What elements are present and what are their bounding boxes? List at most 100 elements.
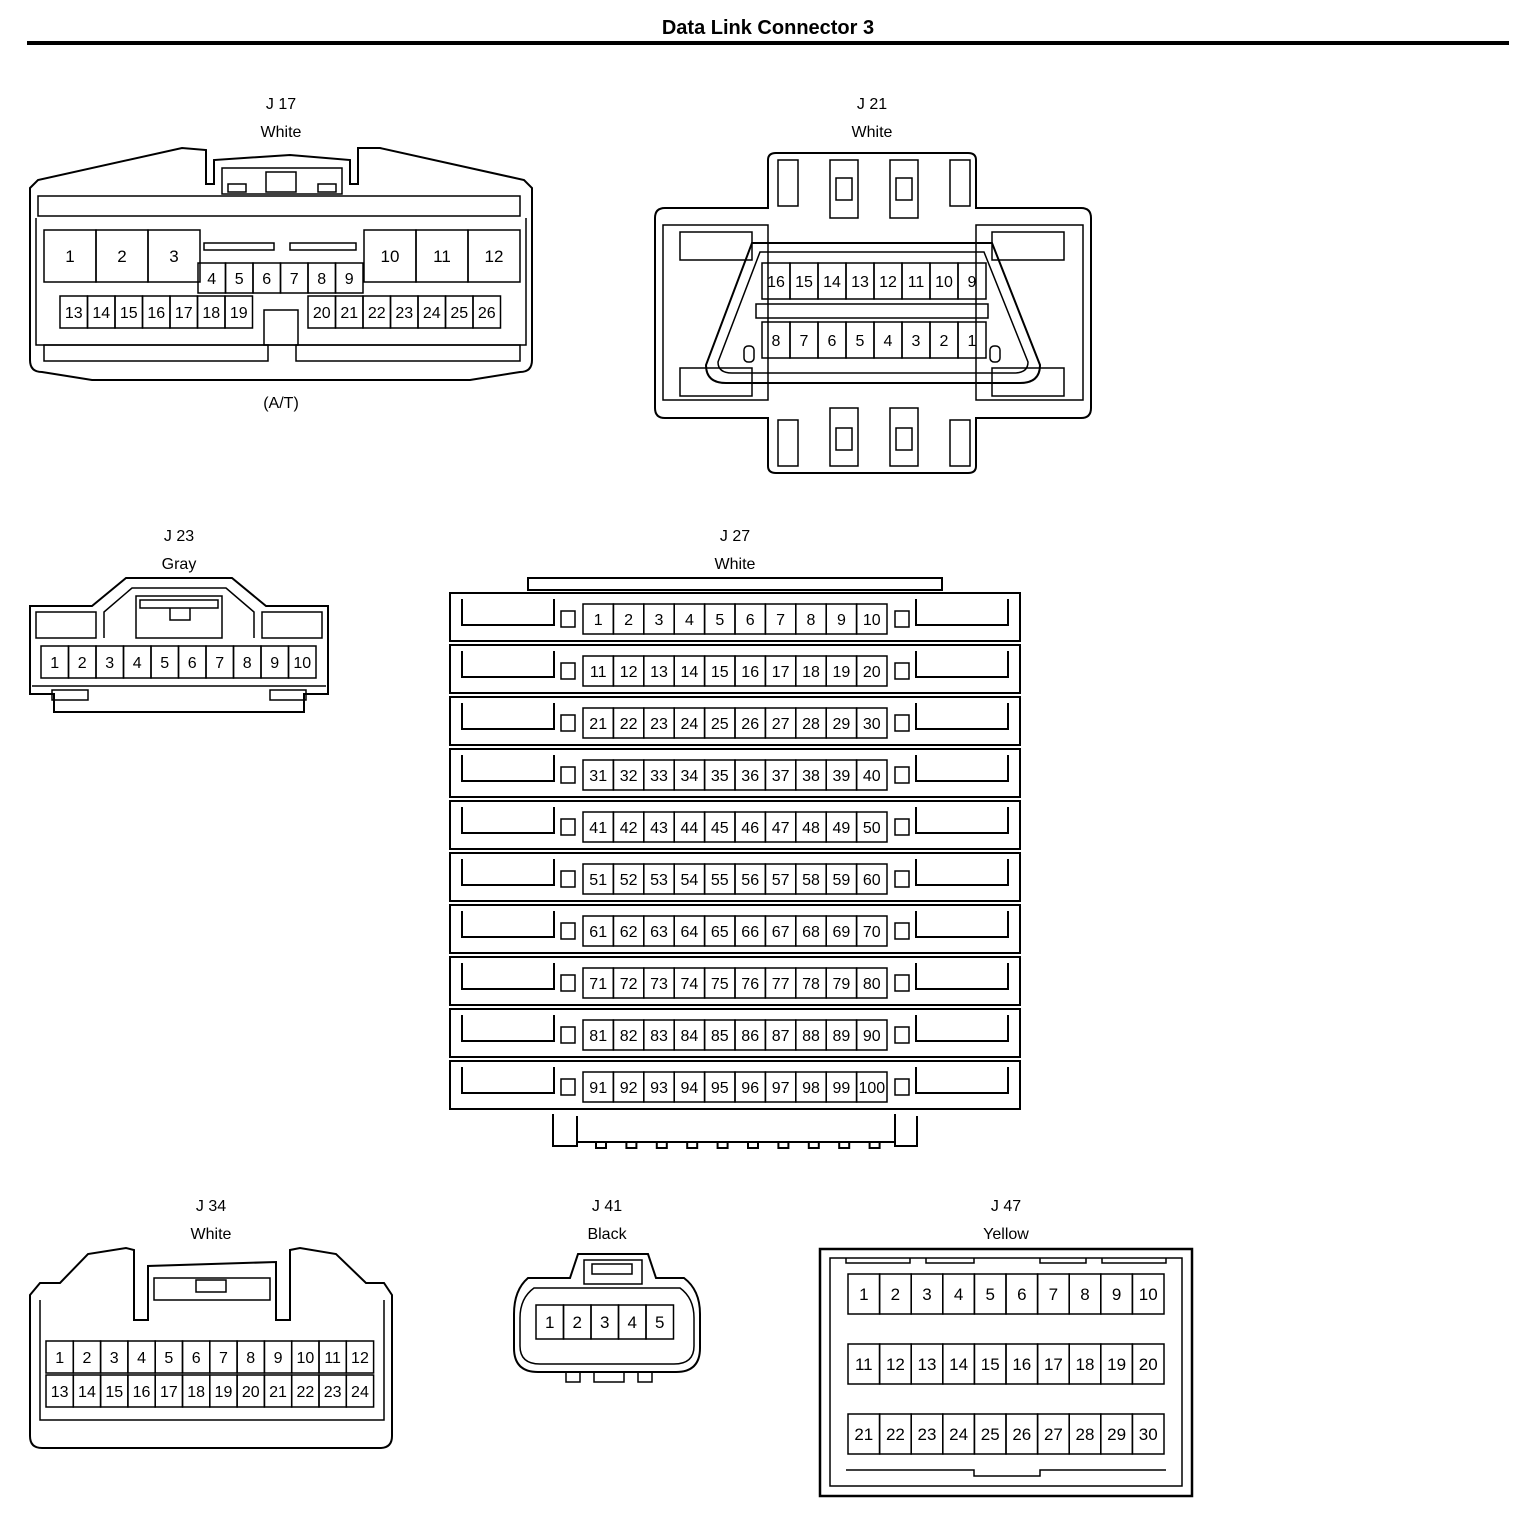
j34-pin-3: 3: [110, 1350, 119, 1367]
j34-pin-19: 19: [215, 1384, 233, 1401]
j17-pin-4: 4: [207, 271, 216, 288]
j27-lock-left: [560, 766, 576, 784]
j47-pin-4: 4: [954, 1285, 963, 1304]
j47-pin-19: 19: [1107, 1355, 1126, 1374]
j27-cavity-80: [855, 967, 888, 999]
j27-cavity-20: [855, 655, 888, 687]
j27-pin-8: 8: [807, 612, 816, 629]
j21-pin-12: 12: [879, 274, 897, 291]
j27-pin-18: 18: [802, 664, 820, 681]
connector-color-j17: White: [260, 124, 302, 141]
j17-pin-24: 24: [423, 305, 441, 322]
j27-row-frame: [449, 1008, 1021, 1058]
j27-pin-31: 31: [589, 768, 607, 785]
j27-row-frame: [449, 696, 1021, 746]
j27-pin-85: 85: [711, 1028, 729, 1045]
j34-pin-5: 5: [164, 1350, 173, 1367]
j34-pin-23: 23: [324, 1384, 342, 1401]
j27-pin-3: 3: [655, 612, 664, 629]
j27-pin-95: 95: [711, 1080, 729, 1097]
j47-pin-9: 9: [1112, 1285, 1121, 1304]
j17-pin-20: 20: [313, 305, 331, 322]
connector-id-j27: J 27: [719, 528, 751, 545]
j27-pin-88: 88: [802, 1028, 820, 1045]
j27-row-frame: [449, 956, 1021, 1006]
j41-pin-3: 3: [600, 1313, 609, 1332]
j47-pin-3: 3: [922, 1285, 931, 1304]
j23-pin-7: 7: [215, 655, 224, 672]
j47-pin-23: 23: [918, 1425, 937, 1444]
j27-pin-44: 44: [681, 820, 699, 837]
j27-cavity-100: [855, 1071, 888, 1103]
j27-pin-78: 78: [802, 976, 820, 993]
j27-row-frames: [449, 592, 1021, 1110]
connector-color-j27: White: [714, 556, 756, 573]
j34-pin-21: 21: [269, 1384, 287, 1401]
j27-pin-76: 76: [741, 976, 759, 993]
j47-pin-10: 10: [1139, 1285, 1158, 1304]
j27-lock-left: [560, 818, 576, 836]
j27-pin-20: 20: [863, 664, 881, 681]
j21-pin-1: 1: [968, 333, 977, 350]
j27-lock-left: [560, 1078, 576, 1096]
j27-lock-right: [894, 610, 910, 628]
j47-pin-29: 29: [1107, 1425, 1126, 1444]
j27-lock-right: [894, 974, 910, 992]
j41-pin-4: 4: [628, 1313, 637, 1332]
j27-pin-22: 22: [620, 716, 638, 733]
j17-cavity-12: [467, 229, 521, 283]
j47-pin-21: 21: [854, 1425, 873, 1444]
j27-pin-86: 86: [741, 1028, 759, 1045]
j27-pin-77: 77: [772, 976, 790, 993]
j47-pin-24: 24: [949, 1425, 968, 1444]
j27-row-frame: [449, 748, 1021, 798]
connector-id-j47: J 47: [990, 1198, 1022, 1215]
j27-pin-70: 70: [863, 924, 881, 941]
j21-pin-10: 10: [935, 274, 953, 291]
j47-pin-18: 18: [1076, 1355, 1095, 1374]
j34-pin-6: 6: [192, 1350, 201, 1367]
j27-row-frame: [449, 592, 1021, 642]
j27-pin-37: 37: [772, 768, 790, 785]
j27-cavity-10: [855, 603, 888, 635]
j17-pin-10: 10: [381, 247, 400, 266]
j27-pin-71: 71: [589, 976, 607, 993]
j47-pin-13: 13: [918, 1355, 937, 1374]
connector-color-j23: Gray: [161, 556, 197, 573]
j17-pin-14: 14: [92, 305, 110, 322]
j27-lock-left: [560, 610, 576, 628]
j34-pin-18: 18: [187, 1384, 205, 1401]
j27-pin-89: 89: [833, 1028, 851, 1045]
j27-pin-96: 96: [741, 1080, 759, 1097]
j21-pin-3: 3: [912, 333, 921, 350]
j27-lock-left: [560, 974, 576, 992]
j27-pin-47: 47: [772, 820, 790, 837]
j27-row-frame: [449, 644, 1021, 694]
j27-pin-36: 36: [741, 768, 759, 785]
j27-pin-4: 4: [685, 612, 694, 629]
j27-pin-17: 17: [772, 664, 790, 681]
j21-cavity-9: [957, 262, 987, 300]
j27-pin-69: 69: [833, 924, 851, 941]
j17-pin-26: 26: [478, 305, 496, 322]
j27-pin-83: 83: [650, 1028, 668, 1045]
j27-pin-40: 40: [863, 768, 881, 785]
j17-pin-6: 6: [262, 271, 271, 288]
j47-pin-6: 6: [1017, 1285, 1026, 1304]
j27-pin-62: 62: [620, 924, 638, 941]
j23-pin-6: 6: [188, 655, 197, 672]
j27-lock-left: [560, 662, 576, 680]
j27-pin-29: 29: [833, 716, 851, 733]
j23-pin-4: 4: [133, 655, 142, 672]
j27-pin-94: 94: [681, 1080, 699, 1097]
connector-id-j21: J 21: [856, 96, 888, 113]
j27-pin-82: 82: [620, 1028, 638, 1045]
j27-pin-11: 11: [590, 664, 607, 681]
j27-pin-56: 56: [741, 872, 759, 889]
